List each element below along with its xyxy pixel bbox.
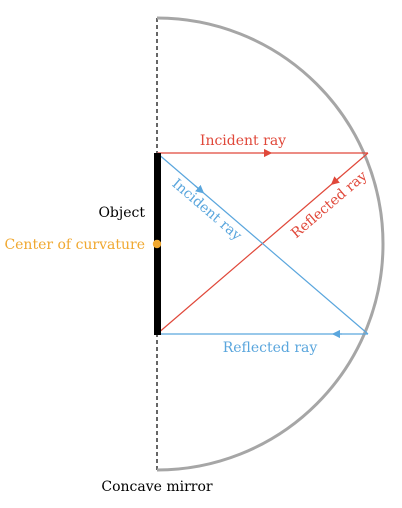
blue-incident-ray	[156, 152, 369, 335]
object-label: Object	[98, 205, 145, 221]
concave-mirror-label: Concave mirror	[101, 479, 213, 495]
blue-incident-ray-label: Incident ray	[169, 176, 245, 244]
center-of-curvature-label: Center of curvature	[4, 237, 145, 253]
red-reflected-arrow	[330, 176, 341, 185]
red-incident-ray-label: Incident ray	[200, 133, 286, 149]
red-reflected-ray-label: Reflected ray	[288, 168, 370, 242]
blue-reflected-ray-label: Reflected ray	[223, 340, 318, 356]
blue-incident-arrow	[194, 184, 205, 194]
center-of-curvature-point	[152, 239, 162, 249]
concave-mirror-arc	[156, 16, 385, 472]
